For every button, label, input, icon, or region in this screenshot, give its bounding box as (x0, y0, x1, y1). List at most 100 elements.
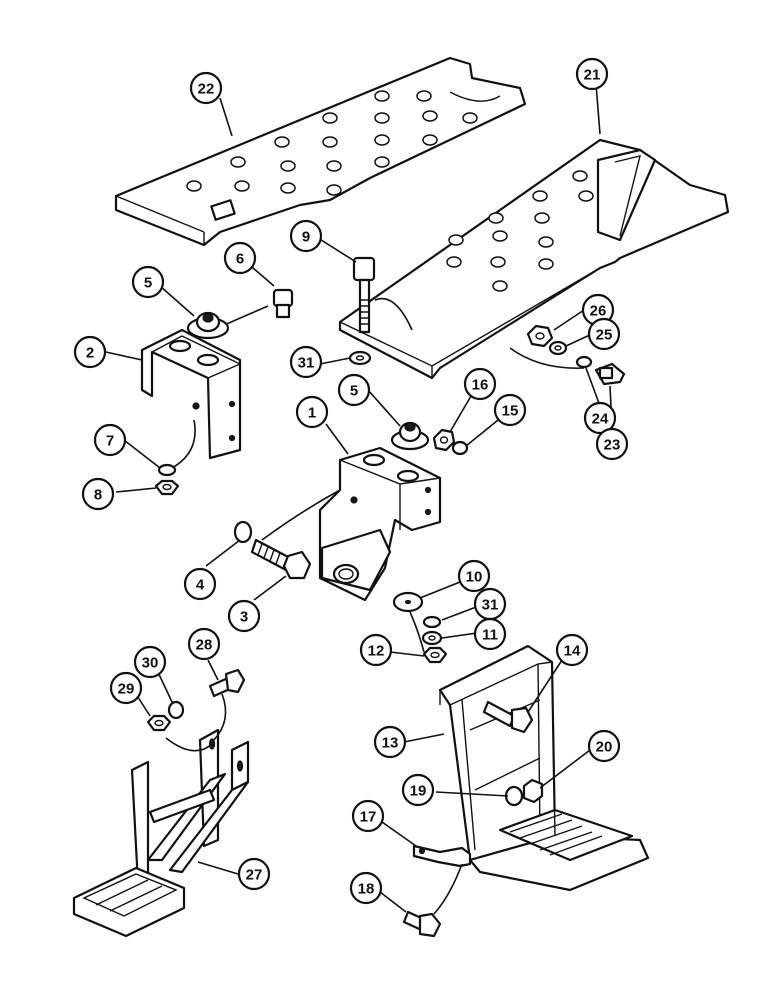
footplate-left-studs (186, 90, 478, 196)
callout-number: 9 (302, 229, 310, 246)
bolt-3 (250, 538, 312, 580)
tread-stud (538, 236, 554, 248)
callout-circle (473, 617, 507, 651)
nut-8 (154, 479, 180, 496)
tread-stud (422, 134, 438, 146)
callout-number: 24 (592, 411, 609, 428)
tread-stud (462, 112, 478, 124)
callout-14: 14 (555, 633, 589, 667)
callout-18: 18 (349, 871, 383, 905)
tread-stud (446, 256, 462, 268)
callout-number: 17 (360, 809, 377, 826)
callout-28: 28 (187, 627, 221, 661)
callout-31: 31 (473, 587, 507, 621)
main-bracket-1 (261, 446, 442, 602)
callout-5: 5 (337, 373, 371, 407)
callout-17: 17 (351, 799, 385, 833)
callout-1: 1 (295, 395, 329, 429)
callout-number: 1 (308, 405, 316, 422)
tread-stud (448, 234, 464, 246)
tread-stud (274, 136, 290, 148)
washer-31a (348, 350, 372, 366)
callout-25: 25 (587, 317, 621, 351)
nut-16 (432, 428, 456, 452)
washer-7 (157, 463, 177, 477)
callout-number: 18 (358, 881, 375, 898)
bracket-2 (140, 328, 242, 469)
callout-circle (595, 427, 629, 461)
callout-6: 6 (223, 241, 257, 275)
leader-right-bolts (509, 347, 585, 369)
clip-17 (412, 844, 472, 915)
tread-stud (230, 156, 246, 168)
callout-11: 11 (473, 617, 507, 651)
callout-circle (493, 393, 527, 427)
callout-number: 6 (236, 251, 244, 268)
step-assembly-13 (438, 644, 650, 892)
tread-stud (322, 136, 338, 148)
nut-29 (146, 714, 172, 732)
leader-stack (409, 611, 425, 653)
callout-21: 21 (575, 57, 609, 91)
callout-8: 8 (81, 477, 115, 511)
callout-number: 8 (94, 487, 102, 504)
bolt-small-6 (221, 288, 294, 327)
callout-circle (93, 423, 127, 457)
callout-circle (183, 567, 217, 601)
callout-24: 24 (583, 401, 617, 435)
nut-26 (526, 324, 554, 348)
callout-number: 10 (466, 569, 483, 586)
washer-15 (451, 440, 469, 456)
callout-number: 28 (196, 637, 213, 654)
callout-number: 22 (198, 81, 215, 98)
callout-number: 3 (240, 609, 248, 626)
callout-30: 30 (133, 645, 167, 679)
tread-stud (326, 160, 342, 172)
callout-20: 20 (587, 729, 621, 763)
callout-number: 23 (604, 437, 621, 454)
callout-circle (131, 265, 165, 299)
tread-stud (492, 230, 508, 242)
callout-circle (349, 871, 383, 905)
callout-15: 15 (493, 393, 527, 427)
callout-number: 5 (350, 383, 358, 400)
tread-stud (374, 156, 390, 168)
tread-stud (326, 184, 342, 196)
tread-stud (492, 280, 508, 292)
callout-number: 30 (142, 655, 159, 672)
washer-4 (233, 520, 253, 544)
callout-7: 7 (93, 423, 127, 457)
callout-number: 19 (410, 783, 427, 800)
bolt-28 (208, 668, 246, 698)
tread-stud (578, 190, 594, 202)
tread-stud (374, 134, 390, 146)
tread-stud (532, 190, 548, 202)
bolt-long (352, 256, 413, 334)
tread-stud (186, 180, 202, 192)
callout-circle (575, 57, 609, 91)
callout-circle (227, 599, 261, 633)
tread-stud (234, 180, 250, 192)
tread-stud (572, 170, 588, 182)
callout-number: 31 (482, 597, 499, 614)
tread-stud (280, 160, 296, 172)
washer-10 (392, 591, 424, 613)
callout-number: 20 (596, 739, 613, 756)
bolt-14 (482, 700, 534, 734)
callout-circle (289, 345, 323, 379)
callout-circle (237, 857, 271, 891)
tread-stud (416, 90, 432, 102)
rubber-mount-5b (390, 421, 430, 451)
callout-27: 27 (237, 857, 271, 891)
callout-number: 25 (596, 327, 613, 344)
callout-number: 27 (246, 867, 263, 884)
leader-lines (105, 83, 613, 913)
callout-number: 21 (584, 67, 601, 84)
bolt-23 (594, 362, 626, 386)
callout-circle (133, 645, 167, 679)
callout-3: 3 (227, 599, 261, 633)
footplate-left (114, 56, 527, 247)
callout-circle (587, 729, 621, 763)
step-assembly-27 (72, 693, 250, 938)
